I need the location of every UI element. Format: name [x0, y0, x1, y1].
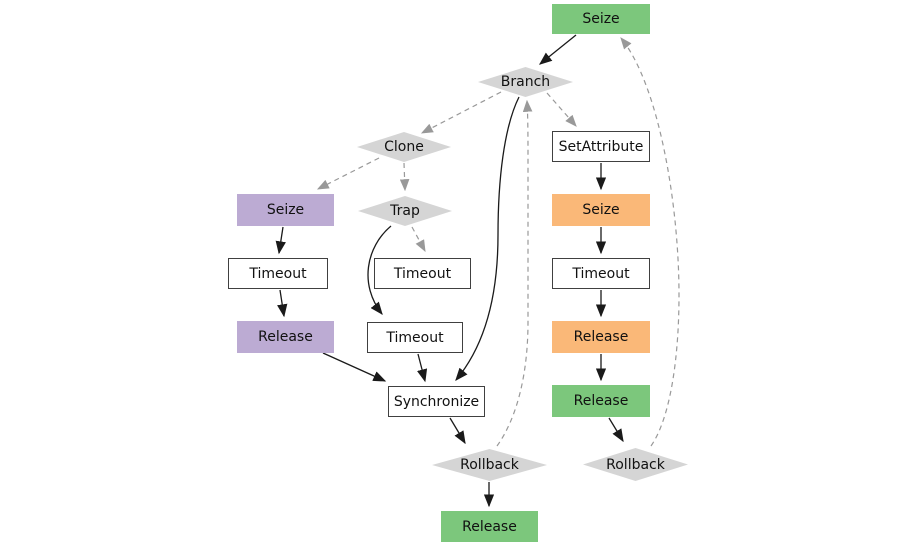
node-label: Branch	[500, 74, 551, 90]
node-label: Clone	[384, 139, 424, 155]
node-label: Release	[573, 393, 629, 409]
edge-rollback-left-to-branch	[496, 99, 533, 447]
node-label: Seize	[582, 202, 620, 218]
node-synchronize: Synchronize	[388, 386, 485, 417]
node-seize-left: Seize	[237, 194, 334, 226]
edge-clone-to-trap	[399, 162, 410, 192]
node-release-orange: Release	[552, 321, 650, 353]
edge-branch-to-synchronize	[455, 96, 520, 381]
node-release-left: Release	[237, 321, 334, 353]
node-rollback-left: Rollback	[432, 449, 547, 481]
edge-release-right-to-rollback-right	[608, 417, 624, 443]
edge-timeout-left-to-release-left	[277, 289, 288, 318]
node-label: Rollback	[606, 456, 665, 473]
node-setattribute: SetAttribute	[552, 131, 650, 162]
node-label: Seize	[266, 202, 305, 218]
edge-trap-to-timeout-mid-upper	[411, 226, 426, 253]
node-label: Timeout	[572, 265, 630, 282]
edge-synchronize-to-rollback-left	[449, 417, 466, 445]
node-clone: Clone	[357, 132, 451, 162]
edge-seize-left-to-timeout-left	[275, 226, 286, 255]
node-timeout-right: Timeout	[552, 258, 650, 289]
edge-branch-to-setattribute	[546, 92, 577, 127]
node-rollback-right: Rollback	[583, 448, 688, 481]
edge-branch-to-clone	[420, 91, 502, 134]
node-label: Rollback	[460, 457, 519, 473]
node-label: Synchronize	[393, 393, 480, 410]
edge-release-left-to-synchronize	[322, 352, 387, 382]
node-label: Release	[462, 518, 517, 535]
node-label: Timeout	[393, 265, 452, 282]
node-label: Release	[258, 329, 313, 345]
node-trap: Trap	[358, 196, 452, 226]
node-label: Release	[573, 329, 629, 345]
node-label: Seize	[582, 11, 620, 27]
node-branch: Branch	[478, 67, 573, 97]
edge-timeout-mid-lower-to-synchronize	[417, 353, 428, 383]
node-timeout-left: Timeout	[228, 258, 328, 289]
node-label: Trap	[390, 203, 420, 219]
node-release-right: Release	[552, 385, 650, 417]
node-label: SetAttribute	[558, 138, 644, 155]
node-label: Timeout	[249, 265, 307, 282]
node-timeout-mid-upper: Timeout	[374, 258, 471, 289]
node-seize-right: Seize	[552, 194, 650, 226]
node-label: Timeout	[386, 329, 444, 346]
edge-seize-top-to-branch	[538, 34, 577, 65]
node-timeout-mid-lower: Timeout	[367, 322, 463, 353]
edge-clone-to-seize-left	[316, 157, 380, 190]
node-seize-top: Seize	[552, 4, 650, 34]
node-release-bottom: Release	[441, 511, 538, 542]
